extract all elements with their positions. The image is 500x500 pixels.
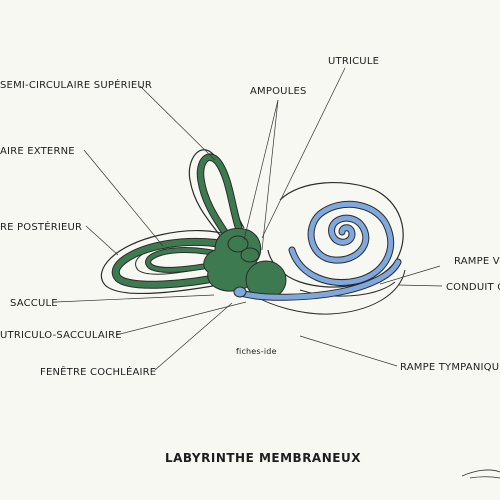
signature-mark <box>461 469 500 479</box>
label-utricle: UTRICULE <box>328 56 379 67</box>
label-scala-tympani: RAMPE TYMPANIQU <box>400 362 499 373</box>
label-posterior-canal: RE POSTÉRIEUR <box>0 220 82 233</box>
label-utriculo-saccular: UTRICULO-SACCULAIRE <box>0 330 122 341</box>
label-round-window: FENÊTRE COCHLÉAIRE <box>40 365 156 378</box>
label-saccule: SACCULE <box>10 298 58 309</box>
cochlear-spiral <box>233 200 402 301</box>
label-superior-canal: SEMI-CIRCULAIRE SUPÉRIEUR <box>0 78 152 91</box>
leader-lines <box>55 67 443 371</box>
diagram-title: LABYRINTHE MEMBRANEUX <box>165 451 361 465</box>
label-scala-vestibuli: RAMPE VES <box>454 256 500 267</box>
membranous-labyrinth <box>111 153 287 300</box>
label-cochlear-duct: CONDUIT C <box>446 282 500 293</box>
watermark: fiches-ide <box>236 347 277 356</box>
label-ampullae: AMPOULES <box>250 86 307 97</box>
label-external-canal: AIRE EXTERNE <box>0 146 75 157</box>
